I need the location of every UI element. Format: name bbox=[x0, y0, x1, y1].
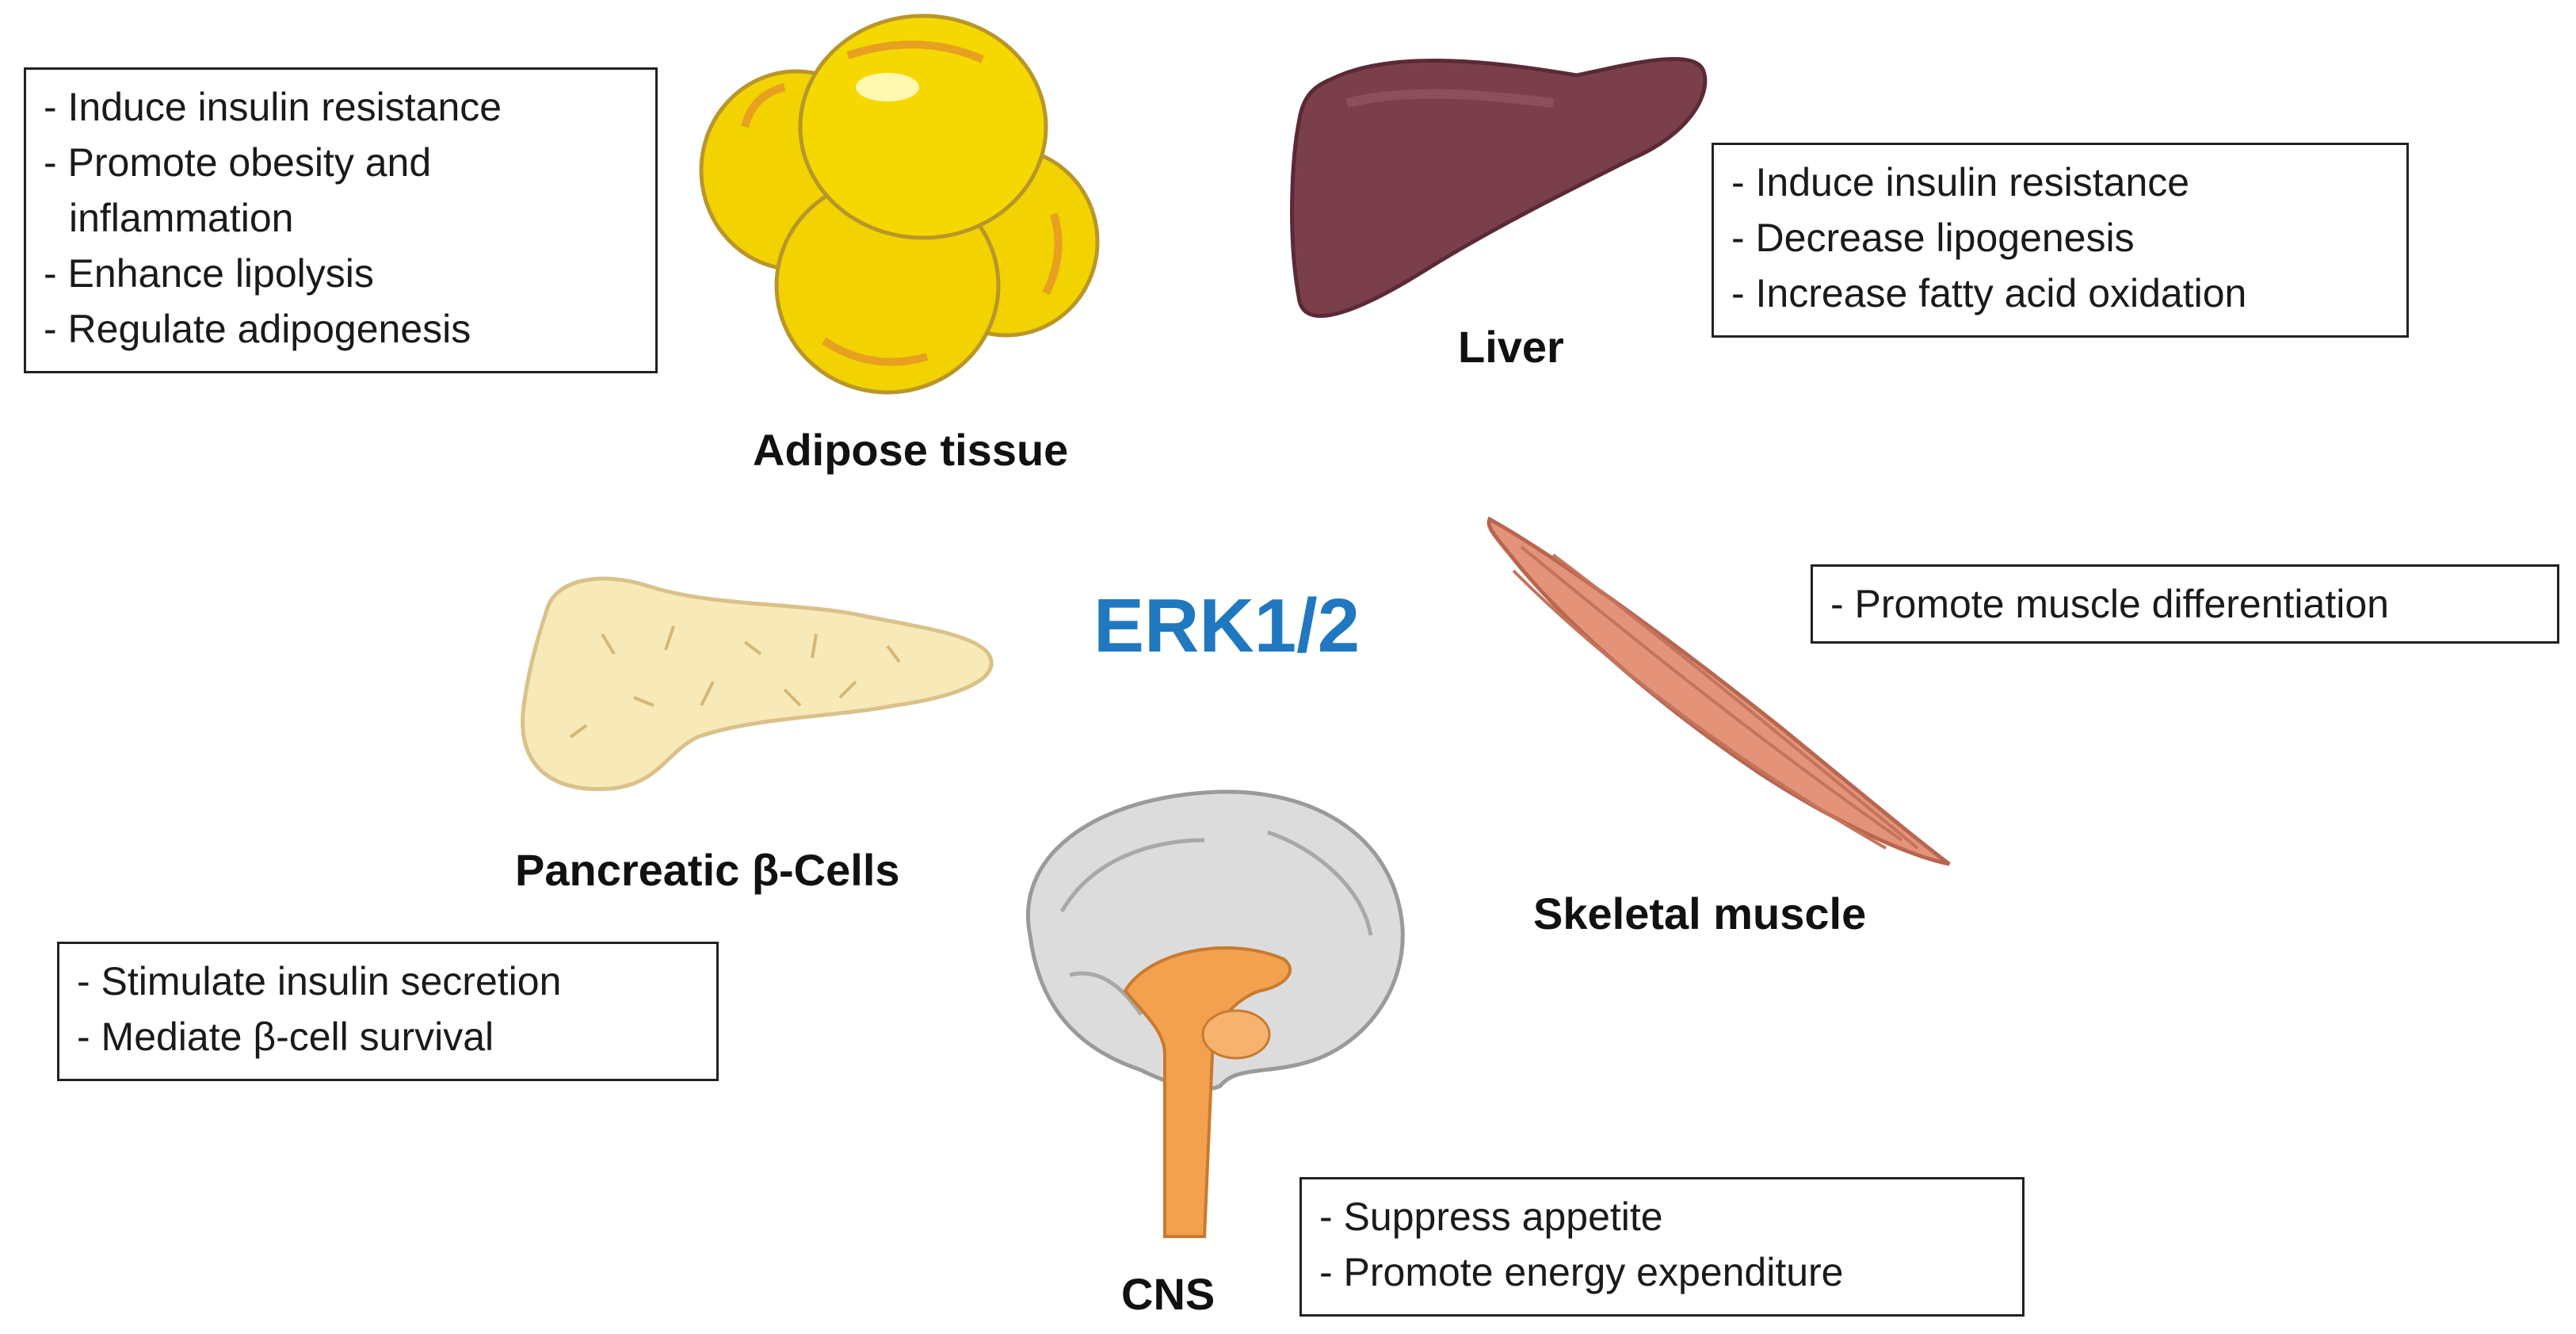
muscle-effects-box: - Promote muscle differentiation bbox=[1811, 564, 2559, 644]
pancreas-effect: - Mediate β-cell survival bbox=[77, 1015, 494, 1059]
pancreatic-beta-cells-label: Pancreatic β-Cells bbox=[515, 845, 900, 895]
adipose-effect: - Promote obesity and bbox=[44, 140, 432, 185]
center-label: ERK1/2 bbox=[1093, 583, 1361, 668]
liver-label: Liver bbox=[1458, 322, 1564, 372]
liver-effect: - Decrease lipogenesis bbox=[1731, 216, 2135, 260]
muscle-effect: - Promote muscle differentiation bbox=[1830, 582, 2389, 626]
liver-effect: - Increase fatty acid oxidation bbox=[1731, 271, 2247, 315]
liver-icon bbox=[1290, 56, 1708, 319]
adipose-effect: inflammation bbox=[69, 196, 294, 240]
skeletal-muscle-icon bbox=[1486, 516, 1951, 866]
pancreas-icon bbox=[521, 576, 994, 792]
skeletal-muscle-label: Skeletal muscle bbox=[1533, 889, 1867, 938]
pancreas-effects-box: - Stimulate insulin secretion - Mediate … bbox=[57, 942, 719, 1081]
liver-effect: - Induce insulin resistance bbox=[1731, 160, 2190, 204]
adipose-effect: - Induce insulin resistance bbox=[44, 85, 502, 129]
pancreas-effect: - Stimulate insulin secretion bbox=[77, 959, 562, 1003]
adipose-effect: - Enhance lipolysis bbox=[44, 251, 374, 296]
adipose-tissue-icon bbox=[699, 13, 1100, 395]
cns-effect: - Promote energy expenditure bbox=[1319, 1250, 1844, 1294]
adipose-effects-box: - Induce insulin resistance - Promote ob… bbox=[24, 67, 658, 373]
brain-icon bbox=[1026, 789, 1405, 1238]
adipose-effect: - Regulate adipogenesis bbox=[44, 307, 471, 351]
adipose-tissue-label: Adipose tissue bbox=[753, 425, 1069, 475]
cns-effect: - Suppress appetite bbox=[1319, 1194, 1663, 1239]
liver-effects-box: - Induce insulin resistance - Decrease l… bbox=[1712, 143, 2409, 338]
cns-label: CNS bbox=[1121, 1269, 1215, 1319]
cns-effects-box: - Suppress appetite - Promote energy exp… bbox=[1299, 1177, 2025, 1317]
